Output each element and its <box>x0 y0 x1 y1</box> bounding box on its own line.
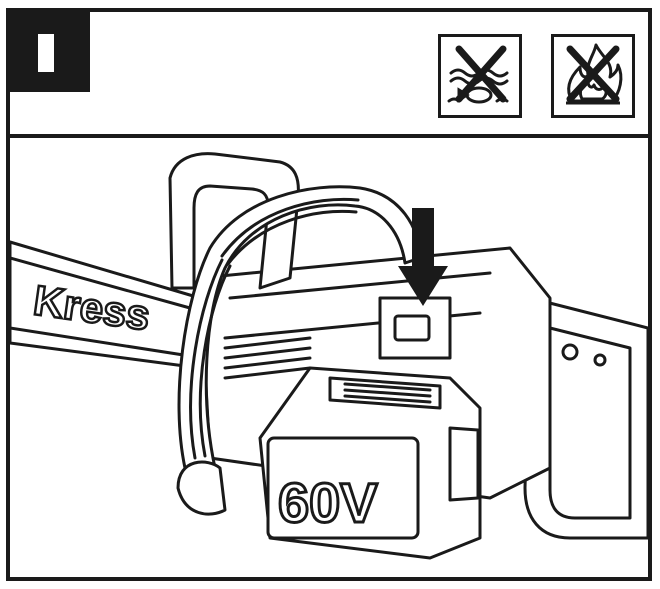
instruction-header <box>10 12 648 138</box>
no-fire-glyph <box>566 43 623 105</box>
arrow-down-icon <box>398 208 448 306</box>
battery-release-button <box>393 314 431 342</box>
chainsaw-drawing: Kress 60V <box>10 152 648 560</box>
step-one-mark <box>38 34 54 72</box>
instruction-frame: Kress 60V <box>6 8 652 581</box>
step-badge <box>10 12 90 92</box>
no-water-icon <box>438 34 522 118</box>
chainsaw-battery-illustration: Kress 60V <box>10 138 648 577</box>
no-water-glyph <box>447 45 509 104</box>
battery-voltage-label: 60V <box>278 471 378 534</box>
no-fire-icon <box>551 34 635 118</box>
